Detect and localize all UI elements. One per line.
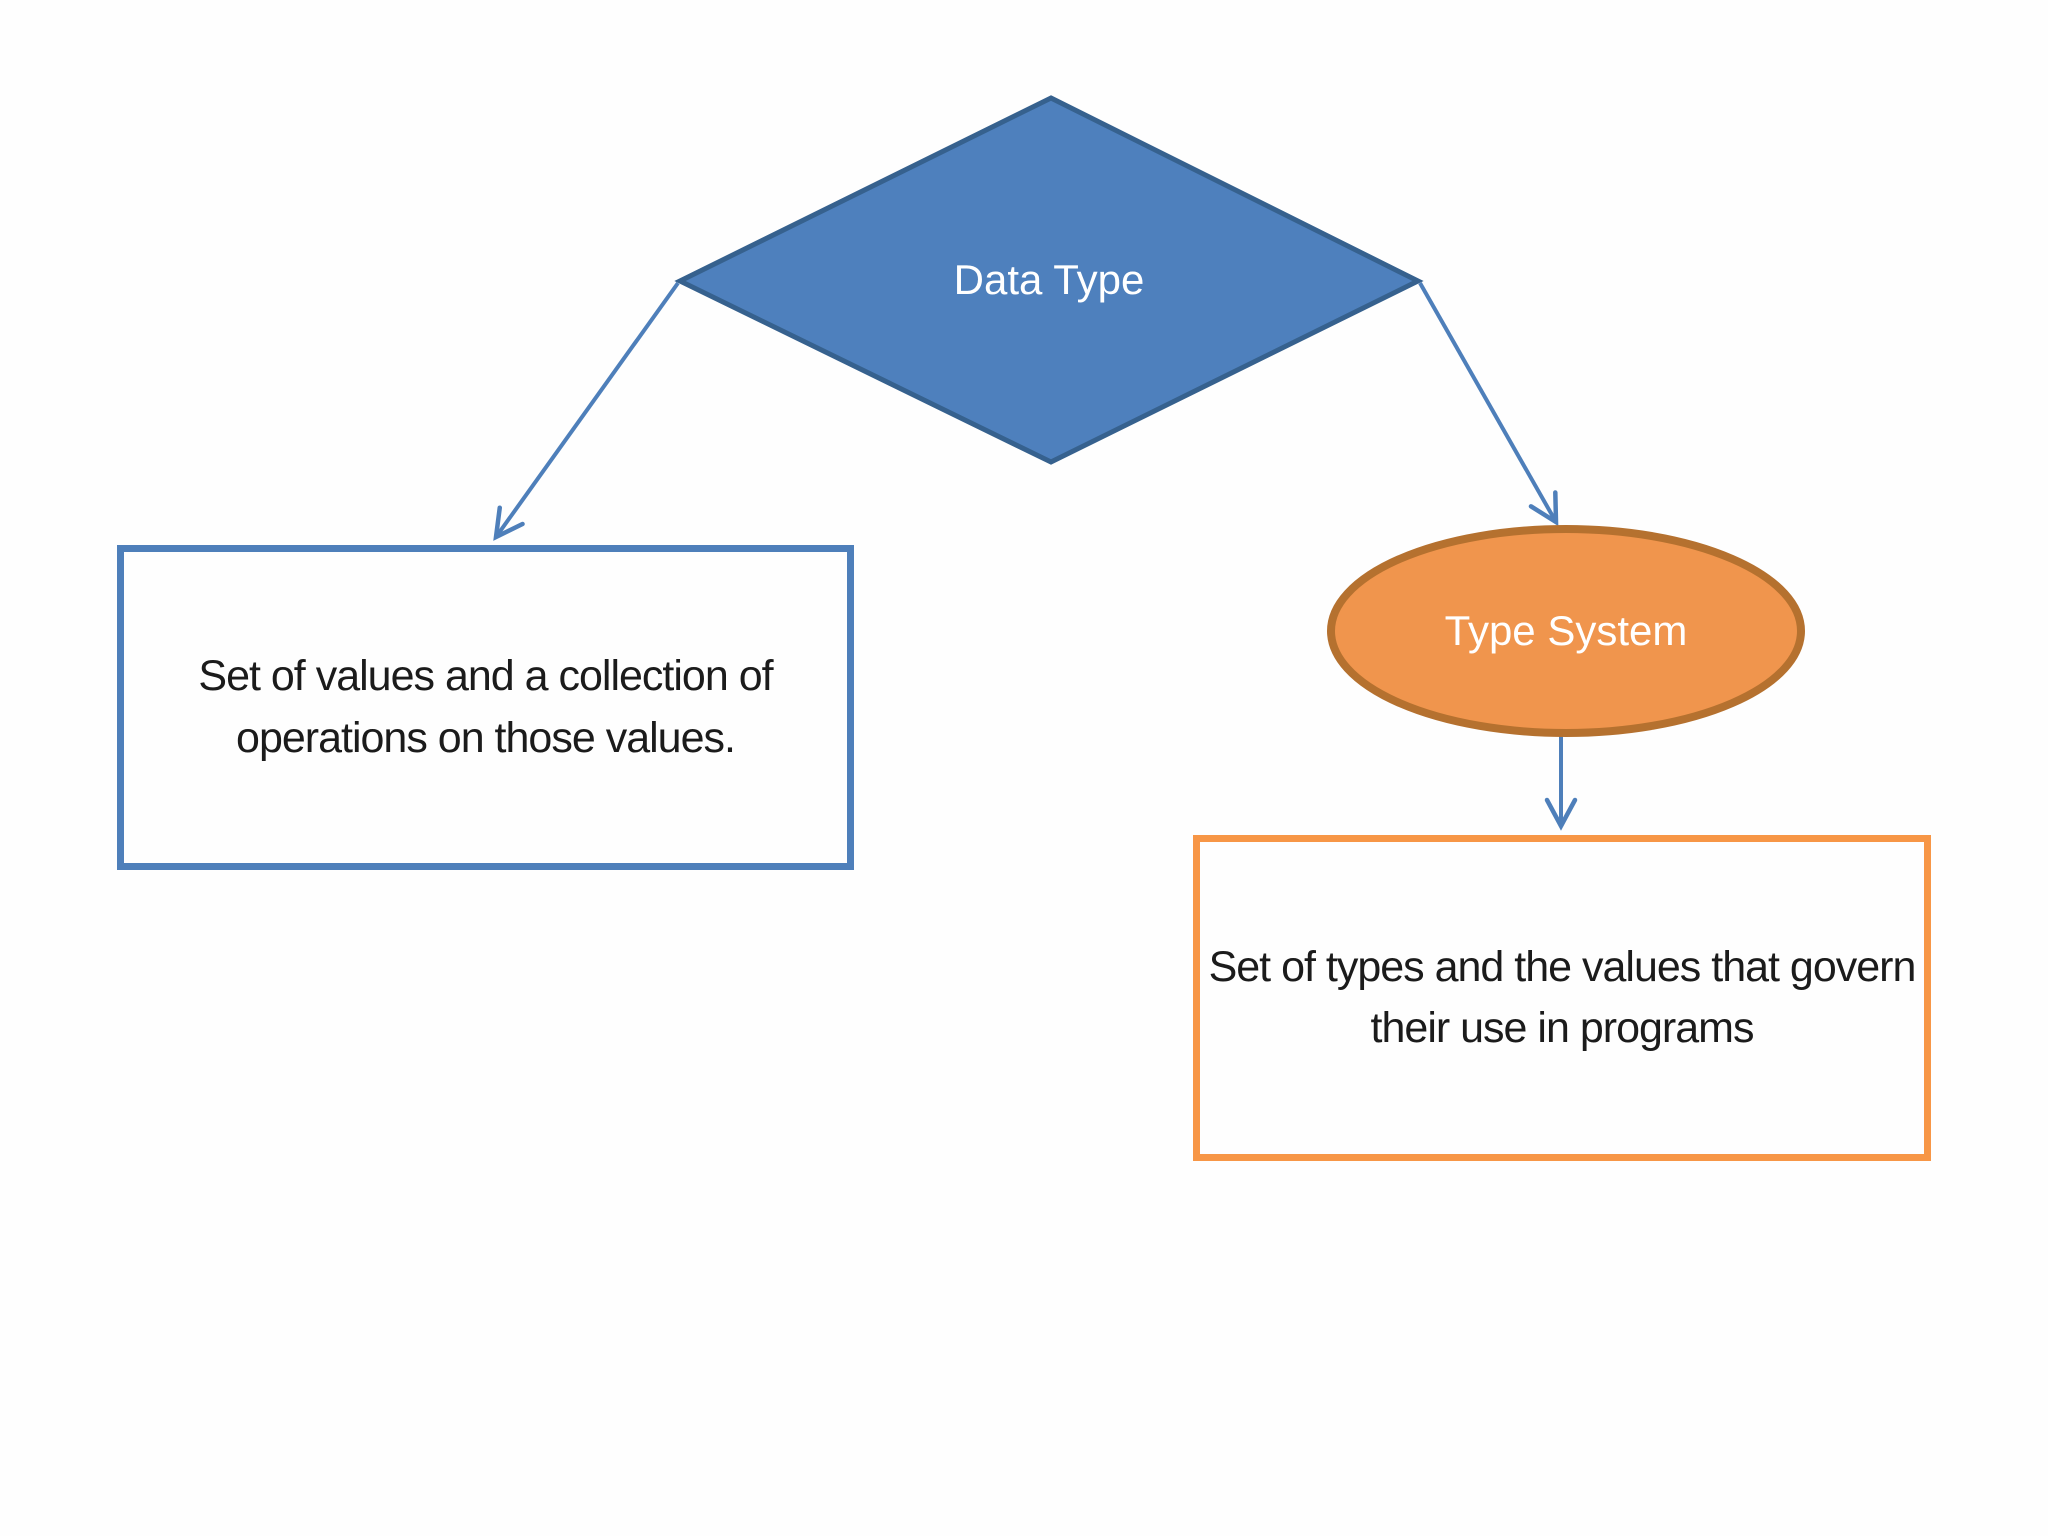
data-type-diamond-shape (674, 95, 1424, 465)
data-type-definition-text: Set of values and a collection of operat… (198, 652, 773, 762)
data-type-definition-box: Set of values and a collection of operat… (117, 545, 854, 870)
connector-data-type-to-definition-arrow (493, 281, 680, 541)
type-system-definition-text: Set of types and the values that govern … (1208, 942, 1917, 1052)
type-system-definition-box: Set of types and the values that govern … (1193, 835, 1931, 1161)
connector-data-type-to-type-system-arrow (1418, 282, 1559, 527)
type-system-ellipse-shape (1327, 525, 1805, 737)
